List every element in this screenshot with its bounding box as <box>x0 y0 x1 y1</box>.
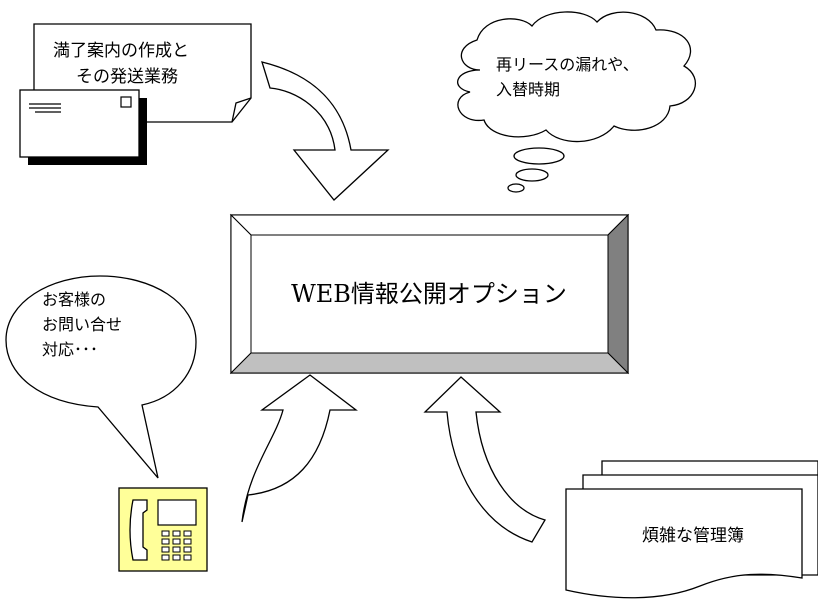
speech-line-3: 対応･･･ <box>42 340 98 359</box>
phone-icon <box>118 487 208 572</box>
note-line-1: 満了案内の作成と <box>53 41 189 61</box>
arrow-docs-to-center <box>423 376 546 543</box>
documents-label: 煩雑な管理簿 <box>642 526 744 546</box>
envelope-icon <box>19 89 147 165</box>
cloud-line-2: 入替時期 <box>496 80 560 99</box>
note-line-2: その発送業務 <box>76 67 178 87</box>
documents-stack: 煩雑な管理簿 <box>565 460 818 599</box>
speech-line-2: お問い合せ <box>42 315 122 334</box>
arrow-note-to-center <box>261 61 390 201</box>
speech-line-1: お客様の <box>42 290 106 309</box>
arrow-phone-to-center <box>241 374 358 523</box>
thought-cloud: 再リースの漏れや、 入替時期 <box>457 11 696 193</box>
speech-bubble: お客様の お問い合せ 対応･･･ <box>5 275 197 479</box>
center-box-label: WEB情報公開オプション <box>291 280 567 308</box>
center-box: WEB情報公開オプション <box>229 213 630 375</box>
cloud-line-1: 再リースの漏れや、 <box>496 55 639 74</box>
